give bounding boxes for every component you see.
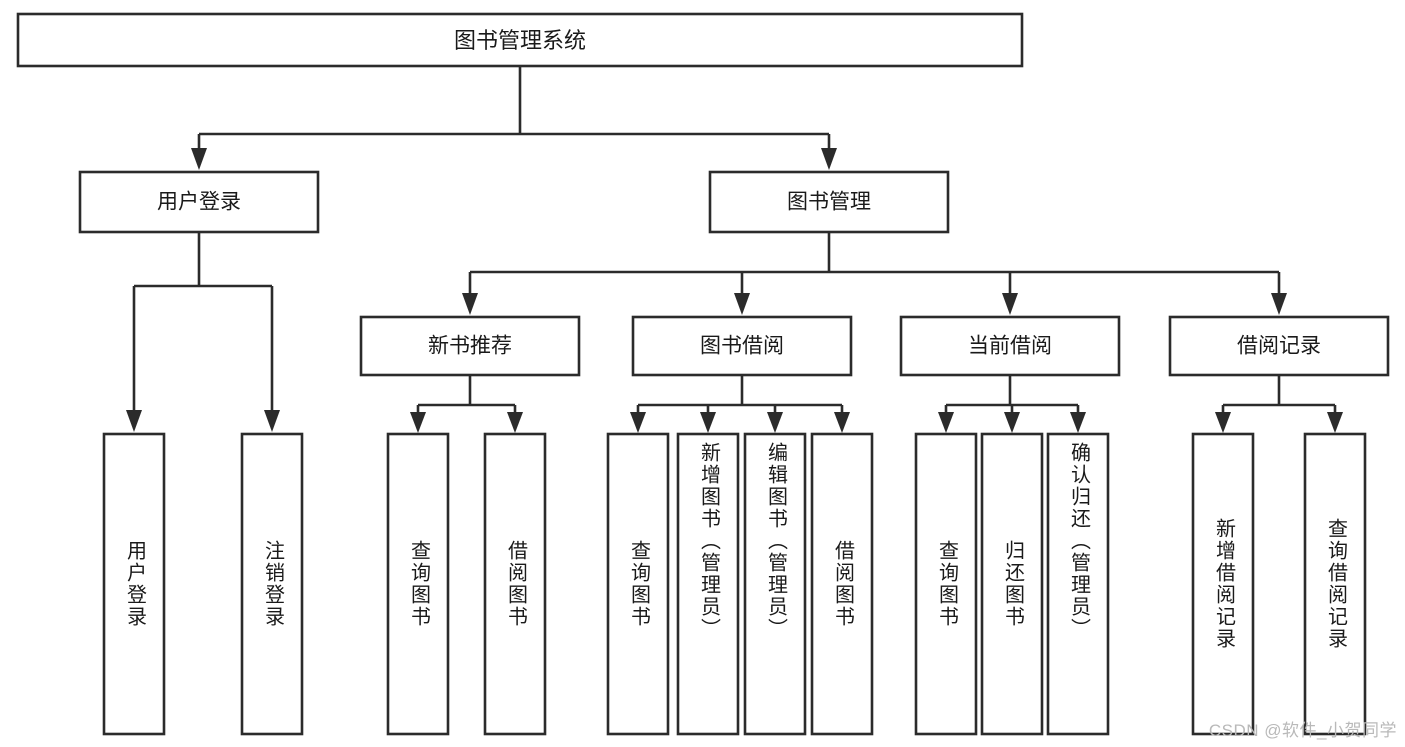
node-new-book-recommend-box[interactable] xyxy=(359,315,581,377)
node-book-borrow-box[interactable] xyxy=(631,315,853,377)
node-current-borrow-box[interactable] xyxy=(899,315,1121,377)
arrow-head-icon xyxy=(1327,412,1343,433)
arrow-head-icon xyxy=(734,293,750,315)
node-borrow-record[interactable]: 借阅记录 xyxy=(1168,315,1390,377)
leaf-box-edit-book[interactable] xyxy=(743,432,807,736)
connector-layer xyxy=(126,66,1343,433)
node-current-borrow-label: 当前借阅 xyxy=(968,335,1052,358)
leaf-box-add-record[interactable] xyxy=(1191,432,1255,736)
node-book-management-box[interactable] xyxy=(708,170,950,234)
leaf-box-logout[interactable] xyxy=(240,432,304,736)
arrow-head-icon xyxy=(507,412,523,433)
arrow-head-icon xyxy=(1271,293,1287,315)
node-root[interactable]: 图书管理系统 xyxy=(16,12,1024,68)
node-user-login-box[interactable] xyxy=(78,170,320,234)
arrow-head-icon xyxy=(1215,412,1231,433)
node-current-borrow[interactable]: 当前借阅 xyxy=(899,315,1121,377)
node-borrow-record-label: 借阅记录 xyxy=(1237,335,1321,358)
arrow-head-icon xyxy=(938,412,954,433)
leaf-box-query-book-1[interactable] xyxy=(386,432,450,736)
arrow-head-icon xyxy=(821,148,837,170)
leaf-box-query-record[interactable] xyxy=(1303,432,1367,736)
node-book-management-label: 图书管理 xyxy=(787,191,871,214)
arrow-head-icon xyxy=(126,410,142,432)
node-new-book-recommend-label: 新书推荐 xyxy=(428,335,512,358)
node-book-management[interactable]: 图书管理 xyxy=(708,170,950,234)
leaf-box-query-book-2[interactable] xyxy=(606,432,670,736)
csdn-watermark: CSDN @软件_小贺同学 xyxy=(1208,721,1397,740)
leaf-box-confirm-return[interactable] xyxy=(1046,432,1110,736)
arrow-head-icon xyxy=(1002,293,1018,315)
arrow-head-icon xyxy=(264,410,280,432)
leaf-box-return-book[interactable] xyxy=(980,432,1044,736)
leaf-box-query-book-3[interactable] xyxy=(914,432,978,736)
arrow-head-icon xyxy=(1070,412,1086,433)
arrow-head-icon xyxy=(700,412,716,433)
arrow-head-icon xyxy=(410,412,426,433)
node-new-book-recommend[interactable]: 新书推荐 xyxy=(359,315,581,377)
leaf-box-borrow-book-1[interactable] xyxy=(483,432,547,736)
node-user-login[interactable]: 用户登录 xyxy=(78,170,320,234)
node-root-box[interactable] xyxy=(16,12,1024,68)
arrow-head-icon xyxy=(834,412,850,433)
node-user-login-label: 用户登录 xyxy=(157,191,241,214)
node-book-borrow[interactable]: 图书借阅 xyxy=(631,315,853,377)
node-book-borrow-label: 图书借阅 xyxy=(700,335,784,358)
node-root-label: 图书管理系统 xyxy=(454,28,586,53)
arrow-head-icon xyxy=(1004,412,1020,433)
arrow-head-icon xyxy=(462,293,478,315)
arrow-head-icon xyxy=(767,412,783,433)
arrow-head-icon xyxy=(630,412,646,433)
leaf-box-add-book[interactable] xyxy=(676,432,740,736)
node-borrow-record-box[interactable] xyxy=(1168,315,1390,377)
leaf-box-user-login[interactable] xyxy=(102,432,166,736)
leaf-box-borrow-book-2[interactable] xyxy=(810,432,874,736)
arrow-head-icon xyxy=(191,148,207,170)
node-layer: 图书管理系统 用户登录 图书管理 新书推荐 图书借阅 当前 xyxy=(16,12,1390,736)
